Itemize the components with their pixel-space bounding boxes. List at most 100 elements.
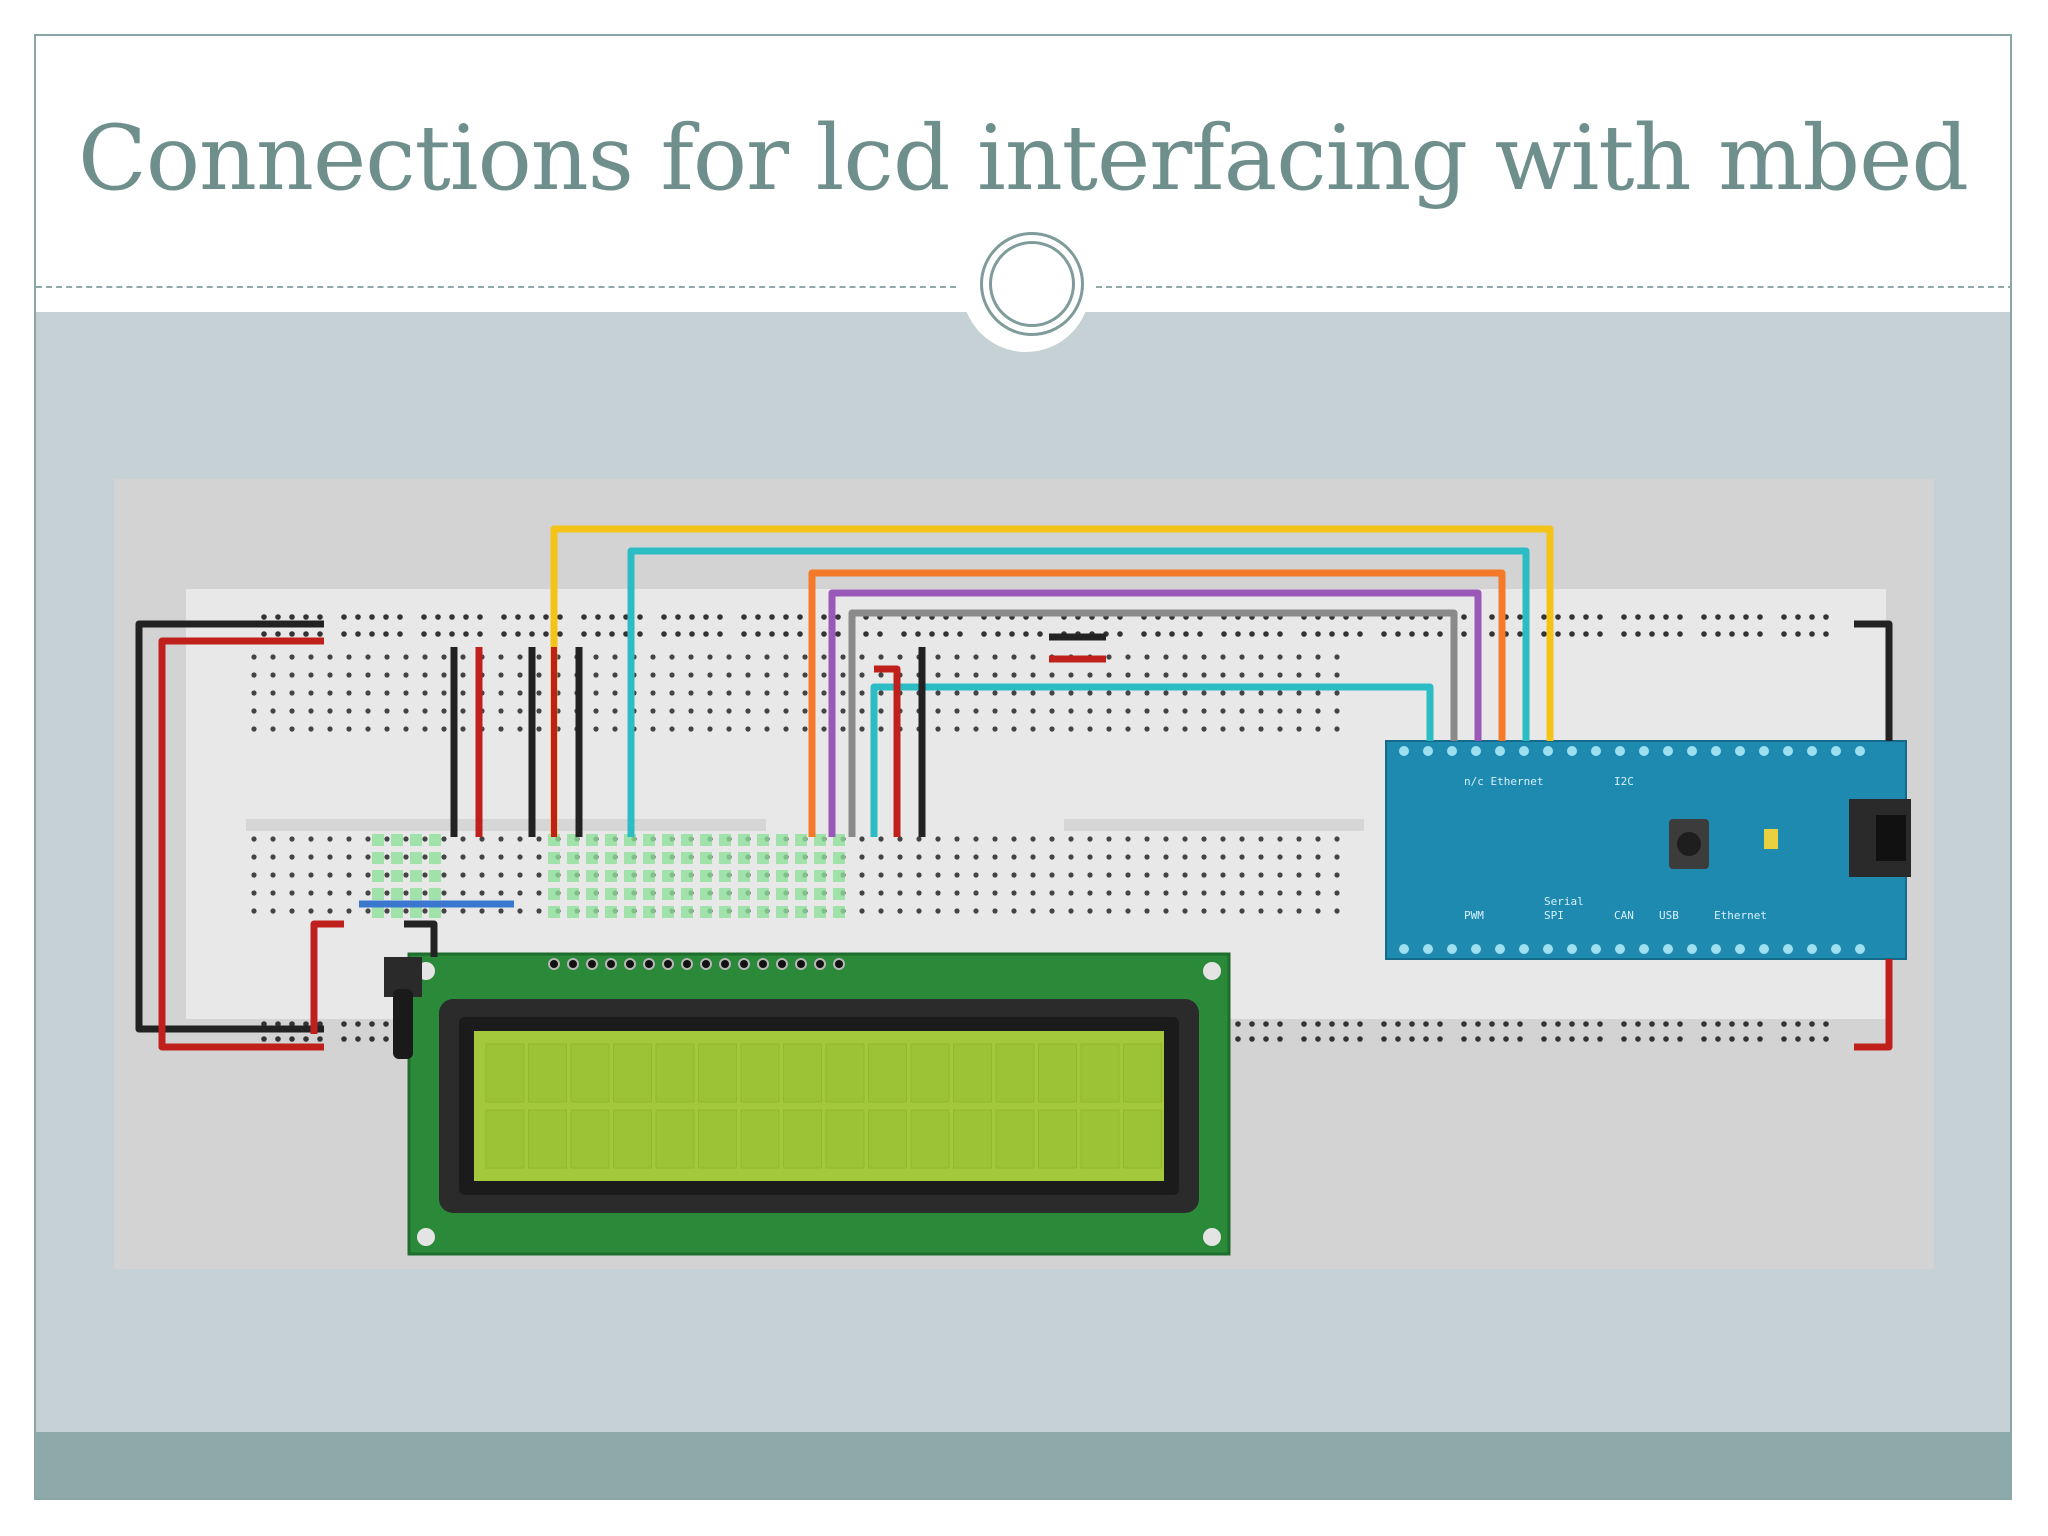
hole	[1030, 672, 1036, 678]
hole	[1220, 836, 1226, 842]
connected-hole	[833, 870, 845, 882]
connected-hole	[372, 870, 384, 882]
rail-hole	[1183, 631, 1189, 637]
lcd-header-pins	[548, 958, 845, 970]
hole	[878, 690, 884, 696]
connected-hole	[738, 834, 750, 846]
hole	[1315, 708, 1321, 714]
rail-hole	[1795, 631, 1801, 637]
hole	[327, 854, 333, 860]
hole	[992, 672, 998, 678]
hole	[1315, 726, 1321, 732]
mbed-pin	[1399, 746, 1409, 756]
hole	[935, 854, 941, 860]
rail-hole	[1409, 631, 1415, 637]
wire-red-left-rail	[158, 637, 324, 1051]
hole	[1220, 690, 1226, 696]
title-divider-left	[36, 286, 956, 288]
hole	[1296, 872, 1302, 878]
rail-hole	[501, 631, 507, 637]
rail-hole	[369, 1021, 375, 1027]
rail-hole	[1701, 1036, 1707, 1042]
hole	[308, 708, 314, 714]
hole	[878, 708, 884, 714]
hole	[726, 690, 732, 696]
hole	[270, 890, 276, 896]
mbed-pins	[1399, 746, 1865, 954]
hole	[1087, 726, 1093, 732]
rail-hole	[689, 614, 695, 620]
rail-hole	[289, 614, 295, 620]
mbed-pin	[1831, 944, 1841, 954]
hole	[935, 726, 941, 732]
hole	[536, 708, 542, 714]
hole	[1087, 908, 1093, 914]
mbed-pin	[1399, 944, 1409, 954]
connected-hole	[776, 906, 788, 918]
potentiometer	[384, 957, 422, 1059]
rail-hole	[1301, 1021, 1307, 1027]
rail-hole	[689, 631, 695, 637]
hole	[1068, 908, 1074, 914]
hole	[821, 672, 827, 678]
mbed-pin	[1855, 944, 1865, 954]
mbed-pin	[1495, 944, 1505, 954]
hole	[1049, 708, 1055, 714]
connected-hole	[410, 906, 422, 918]
lcd-cell	[1080, 1109, 1120, 1169]
hole	[745, 708, 751, 714]
hole	[1239, 908, 1245, 914]
rail-hole	[1423, 1036, 1429, 1042]
hole	[1296, 672, 1302, 678]
rail-hole	[675, 631, 681, 637]
hole	[346, 708, 352, 714]
hole	[1106, 690, 1112, 696]
connected-hole	[567, 906, 579, 918]
rail-hole	[317, 1036, 323, 1042]
hole	[1277, 654, 1283, 660]
hole	[1182, 872, 1188, 878]
hole	[802, 654, 808, 660]
hole	[1201, 690, 1207, 696]
hole	[1334, 872, 1340, 878]
connected-hole	[700, 870, 712, 882]
hole	[935, 672, 941, 678]
connected-hole	[662, 906, 674, 918]
rail-hole	[661, 631, 667, 637]
hole	[1315, 654, 1321, 660]
rail-hole	[1597, 631, 1603, 637]
hole	[1258, 872, 1264, 878]
hole	[536, 672, 542, 678]
hole	[422, 690, 428, 696]
hole	[1144, 708, 1150, 714]
hole	[973, 890, 979, 896]
hole	[1011, 836, 1017, 842]
hole	[270, 836, 276, 842]
hole	[935, 872, 941, 878]
hole	[1068, 690, 1074, 696]
connected-hole	[757, 852, 769, 864]
lcd-cell	[995, 1109, 1035, 1169]
mbed-pin	[1567, 746, 1577, 756]
connected-hole	[586, 888, 598, 900]
hole	[840, 654, 846, 660]
hole	[422, 672, 428, 678]
hole	[992, 890, 998, 896]
slide: Connections for lcd interfacing with mbe…	[34, 34, 2012, 1500]
rail-hole	[1409, 1036, 1415, 1042]
rail-hole	[261, 631, 267, 637]
rail-hole	[1701, 1021, 1707, 1027]
connected-hole	[429, 888, 441, 900]
hole	[308, 690, 314, 696]
connected-hole	[410, 888, 422, 900]
rail-hole	[1757, 631, 1763, 637]
hole	[1182, 690, 1188, 696]
rail-hole	[1263, 631, 1269, 637]
connected-hole	[391, 870, 403, 882]
breadboard-channel-right	[1064, 819, 1364, 831]
hole	[954, 708, 960, 714]
hole	[992, 690, 998, 696]
hole	[1334, 654, 1340, 660]
rail-hole	[1517, 631, 1523, 637]
mbed-pin	[1615, 944, 1625, 954]
